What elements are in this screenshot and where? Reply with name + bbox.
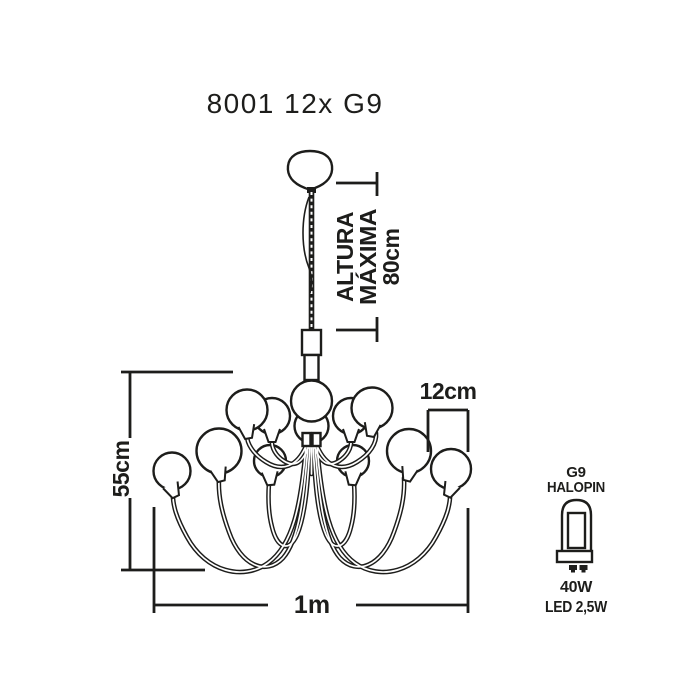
- max-height-label-line1: ALTURA: [332, 212, 358, 302]
- stem-lower-block: [303, 353, 320, 382]
- stem-upper-block: [300, 328, 323, 357]
- front-globes: [152, 379, 473, 491]
- suspension-chain: [302, 187, 316, 330]
- globe: [350, 386, 394, 430]
- dimension-globe-spacing: 12cm: [420, 378, 477, 452]
- max-height-value: 80cm: [378, 229, 404, 286]
- globe-cups: [162, 422, 461, 500]
- chandelier-diagram: [152, 149, 473, 575]
- dimension-body-height: 55cm: [108, 370, 233, 572]
- globe: [195, 427, 243, 475]
- bulb-led-wattage: LED 2,5W: [545, 599, 608, 616]
- globe: [385, 427, 433, 475]
- body-height-value: 55cm: [108, 441, 134, 498]
- bulb-spec: G9 HALOPIN 40W LED 2,5W: [545, 464, 608, 616]
- globe: [152, 451, 192, 491]
- arm-collar: [301, 431, 322, 448]
- bulb-socket-label: G9: [566, 464, 585, 481]
- product-code: 8001 12x G9: [207, 88, 384, 119]
- bulb-halogen-wattage: 40W: [560, 579, 593, 596]
- ceiling-canopy: [286, 149, 334, 191]
- globe: [289, 379, 334, 423]
- bulb-type-label: HALOPIN: [547, 479, 605, 496]
- g9-bulb-icon: [555, 498, 594, 573]
- total-width-value: 1m: [294, 591, 330, 619]
- max-height-label-line2: MÁXIMA: [354, 209, 381, 305]
- loose-cord: [302, 196, 313, 294]
- globe: [429, 447, 473, 491]
- g9-pins: [569, 565, 588, 573]
- globe-spacing-value: 12cm: [420, 378, 477, 404]
- dimension-max-height: ALTURA MÁXIMA 80cm: [332, 172, 404, 342]
- globe: [225, 388, 269, 432]
- dimension-total-width: 1m: [152, 507, 470, 619]
